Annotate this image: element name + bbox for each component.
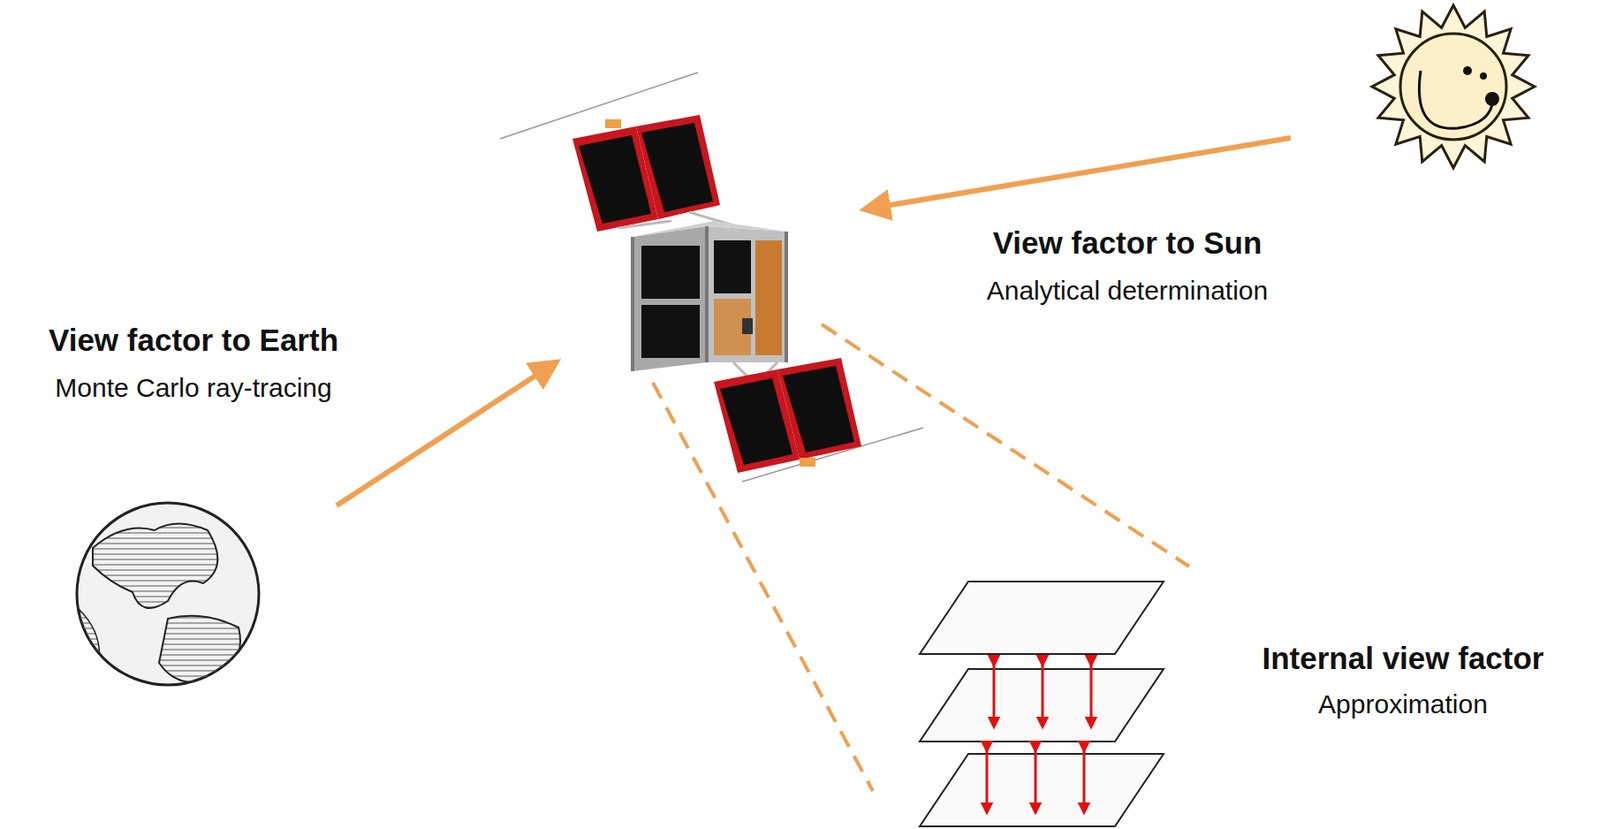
heading-label: Internal view factor bbox=[1262, 640, 1545, 676]
radiation-arrows bbox=[986, 660, 1092, 809]
radiation-arrow bbox=[1034, 746, 1038, 809]
radiation-arrow bbox=[993, 660, 996, 723]
sun-arrow bbox=[874, 137, 1291, 208]
plate-stack bbox=[919, 581, 1164, 827]
radiation-arrow bbox=[1041, 660, 1045, 723]
cubesat-illustration bbox=[500, 72, 924, 482]
earth-illustration bbox=[70, 502, 266, 707]
method-label: Monte Carlo ray-tracing bbox=[54, 372, 332, 403]
zoom-line bbox=[821, 324, 1190, 567]
radiation-arrow bbox=[1090, 660, 1093, 723]
method-label: Analytical determination bbox=[986, 275, 1269, 306]
heading-label: View factor to Earth bbox=[48, 322, 339, 358]
method-label: Approximation bbox=[1318, 689, 1488, 720]
radiation-arrow bbox=[985, 746, 989, 809]
sun-illustration bbox=[1372, 5, 1535, 168]
heading-label: View factor to Sun bbox=[993, 225, 1263, 261]
earth-arrow bbox=[336, 367, 548, 506]
radiation-arrow bbox=[1083, 746, 1086, 809]
